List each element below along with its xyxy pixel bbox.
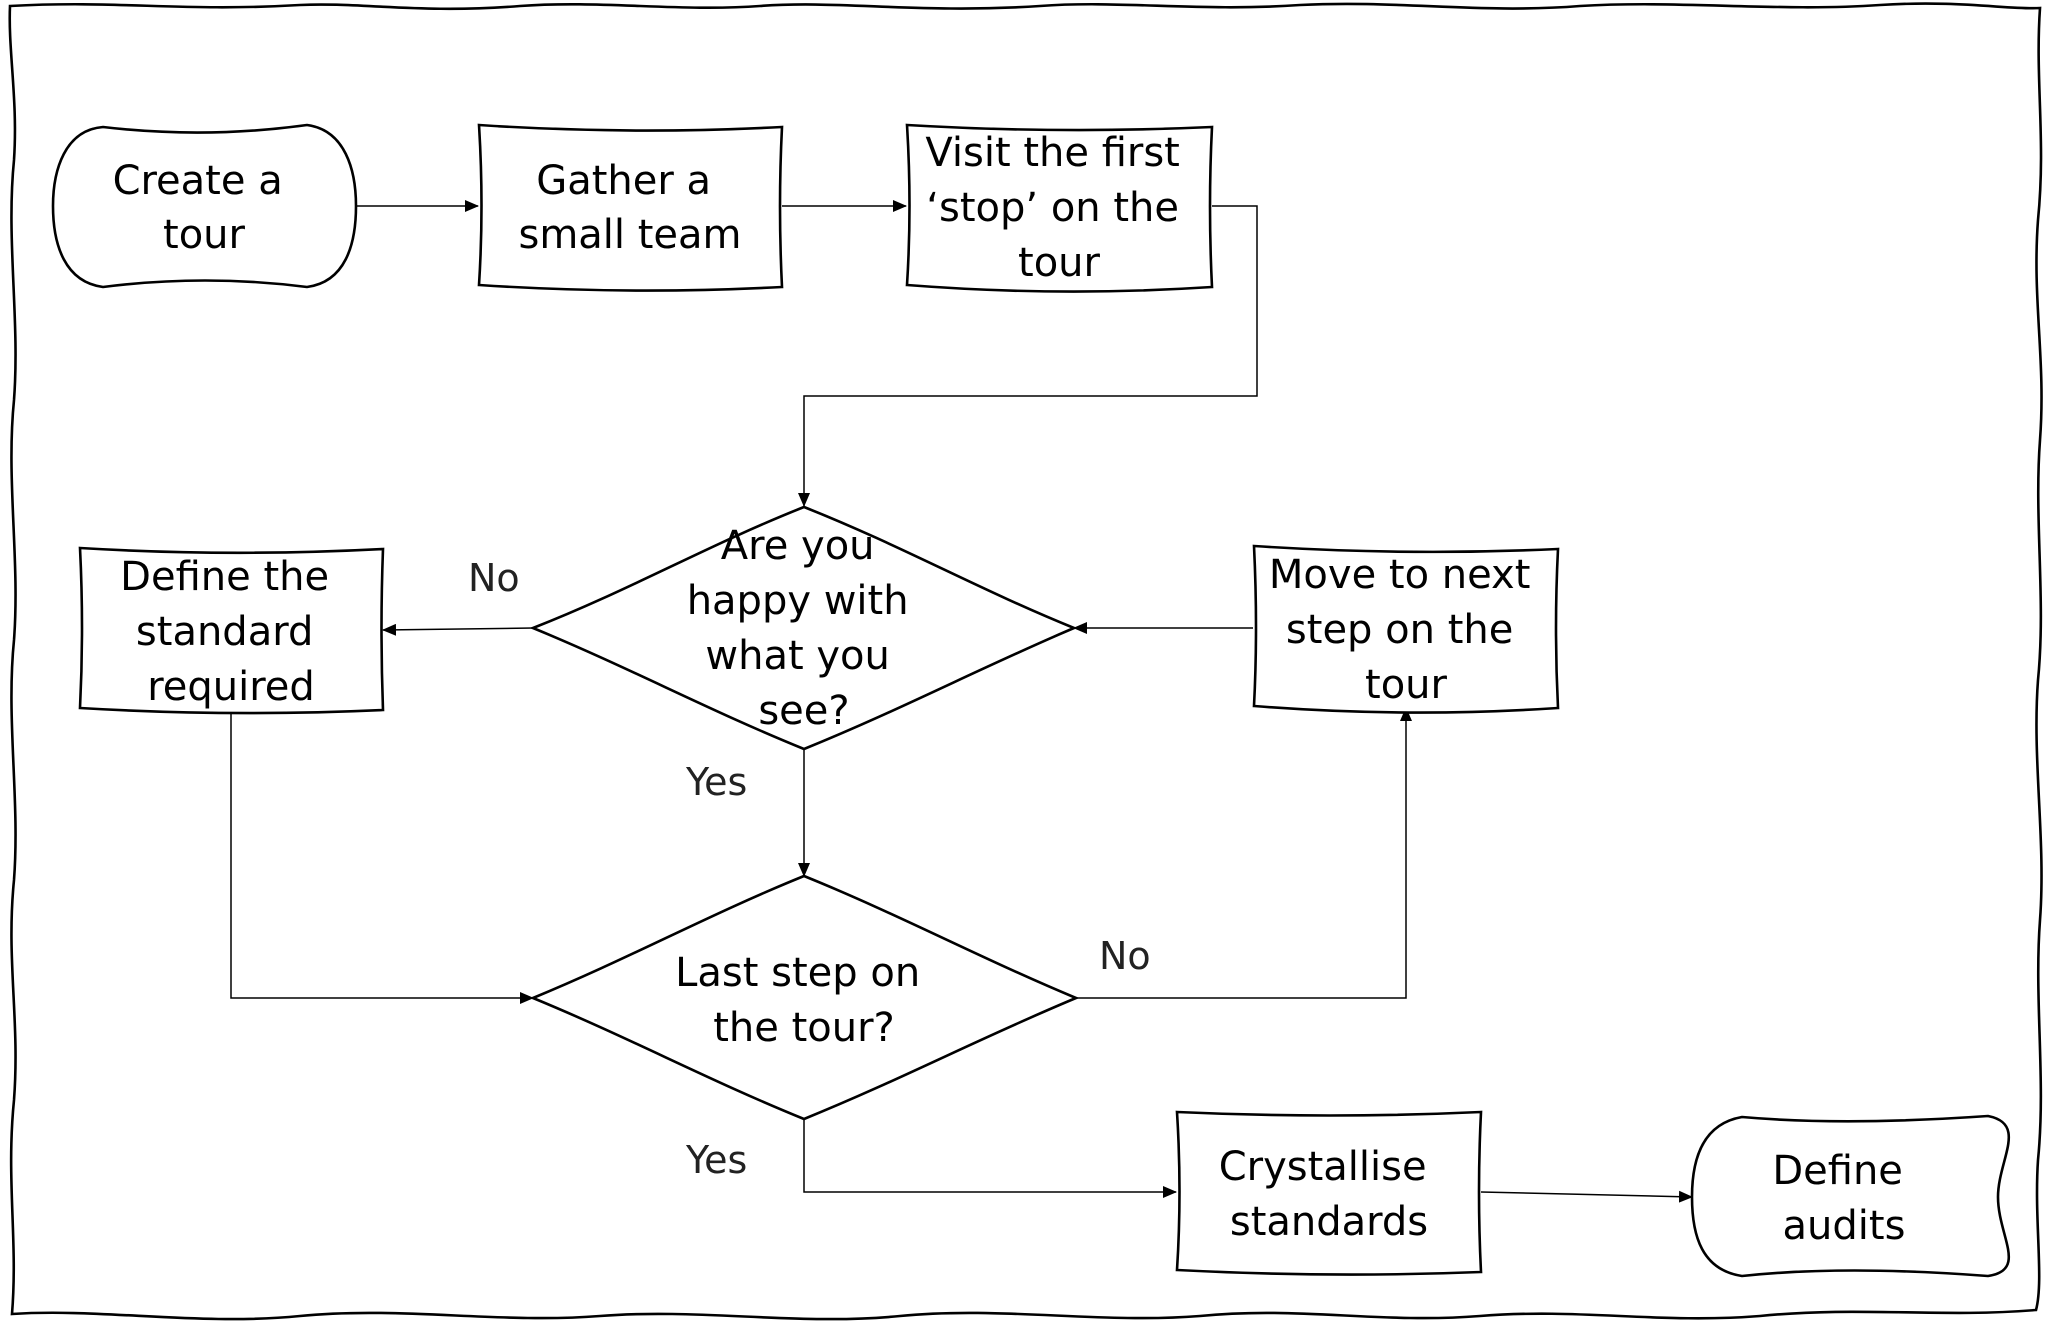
node-create-tour: Create a tour <box>51 123 358 289</box>
node-crystallise-standards: Crystallise standards <box>1175 1110 1483 1276</box>
node-happy-question: Are you happy with what you see? <box>529 505 1078 751</box>
wavy-rectangle-shape <box>1252 544 1560 714</box>
decision-diamond-shape <box>529 505 1078 751</box>
node-move-next-step: Move to next step on the tour <box>1252 544 1560 714</box>
connector-define-to-last <box>230 708 534 1004</box>
connector-last-no-to-move <box>1076 707 1412 999</box>
connectors <box>230 200 1693 1203</box>
node-define-audits-label: Define audits <box>1772 1148 1915 1249</box>
wavy-rectangle-shape <box>78 546 385 715</box>
node-gather-team-label: Gather a small team <box>518 158 741 258</box>
connector-crystallise-to-audits <box>1480 1190 1693 1203</box>
node-define-audits: Define audits <box>1690 1114 2011 1278</box>
node-visit-first-stop-label: Visit the first ‘stop’ on the tour <box>925 130 1192 286</box>
node-last-step-question-label: Last step on the tour? <box>675 950 933 1051</box>
node-move-next-step-label: Move to next step on the tour <box>1269 552 1543 708</box>
terminal-shape <box>1690 1114 2011 1278</box>
node-visit-first-stop: Visit the first ‘stop’ on the tour <box>905 123 1214 293</box>
edge-label-happy-yes: Yes <box>685 760 747 804</box>
wavy-rectangle-shape <box>477 123 784 292</box>
connector-happy-no-to-define <box>382 623 534 636</box>
node-last-step-question: Last step on the tour? <box>529 874 1080 1121</box>
node-gather-team: Gather a small team <box>477 123 784 292</box>
connector-last-yes-to-crystallise <box>803 1119 1177 1198</box>
connector-visit-to-happy <box>798 205 1258 507</box>
node-happy-question-label: Are you happy with what you see? <box>687 523 922 734</box>
wavy-rectangle-shape <box>1175 1110 1483 1276</box>
terminal-shape <box>51 123 358 289</box>
edge-label-last-yes: Yes <box>685 1138 747 1182</box>
node-crystallise-standards-label: Crystallise standards <box>1219 1144 1440 1245</box>
node-define-standard-label: Define the standard required <box>120 554 342 710</box>
decision-diamond-shape <box>529 874 1080 1121</box>
edge-label-happy-no: No <box>468 556 520 600</box>
diagram-frame <box>8 2 2043 1321</box>
node-define-standard: Define the standard required <box>78 546 385 715</box>
node-create-tour-label: Create a tour <box>113 158 296 258</box>
wavy-rectangle-shape <box>905 123 1214 293</box>
edge-label-last-no: No <box>1099 934 1151 978</box>
